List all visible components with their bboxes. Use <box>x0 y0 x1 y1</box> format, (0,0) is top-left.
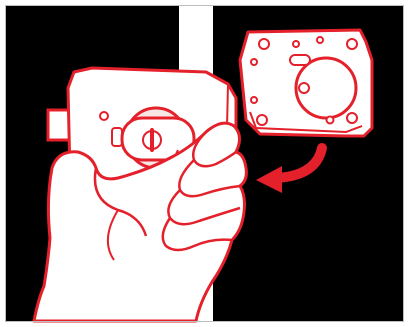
mounting-plate-icon <box>240 30 372 136</box>
plate-cutout <box>296 58 356 118</box>
